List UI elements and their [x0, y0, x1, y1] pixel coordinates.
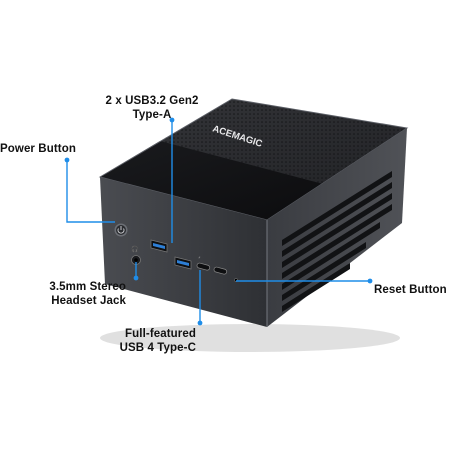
top-mesh — [160, 99, 407, 184]
shadow — [100, 324, 400, 352]
front-io: 🎧 ⚡ — [114, 223, 238, 282]
usb-c-callout-line2: USB 4 Type-C — [119, 342, 196, 354]
power-callout: Power Button — [0, 142, 76, 156]
audio-jack[interactable] — [131, 255, 141, 265]
headphone-icon: 🎧 — [131, 245, 138, 253]
usb-c-port[interactable] — [196, 262, 211, 271]
usb-a-callout-line1: 2 x USB3.2 Gen2 — [105, 95, 199, 107]
audio-callout-line1: 3.5mm Stereo — [49, 281, 126, 293]
usb-c-callout: Full-featured USB 4 Type-C — [90, 327, 196, 355]
usb-a-callout-line2: Type-A — [132, 109, 172, 121]
audio-callout-line2: Headset Jack — [51, 295, 126, 307]
callout-dots — [64, 117, 373, 326]
usb-a-port-lower[interactable] — [174, 256, 192, 270]
usb-c-port-icon: ⚡ — [198, 255, 201, 260]
usb-c-port-2[interactable] — [213, 266, 228, 275]
reset-callout-text: Reset Button — [374, 284, 447, 296]
side-vents — [282, 171, 392, 312]
power-callout-text: Power Button — [0, 143, 76, 155]
power-icon — [117, 226, 125, 234]
usb-c-callout-line1: Full-featured — [125, 328, 196, 340]
usb-a-port-upper[interactable] — [150, 239, 168, 253]
reset-callout: Reset Button — [374, 283, 447, 297]
audio-callout: 3.5mm Stereo Headset Jack — [18, 280, 126, 308]
usb-a-callout: 2 x USB3.2 Gen2 Type-A — [88, 94, 216, 122]
callout-lines — [66, 120, 370, 323]
top-glass — [100, 141, 323, 220]
front-panel — [100, 177, 267, 327]
